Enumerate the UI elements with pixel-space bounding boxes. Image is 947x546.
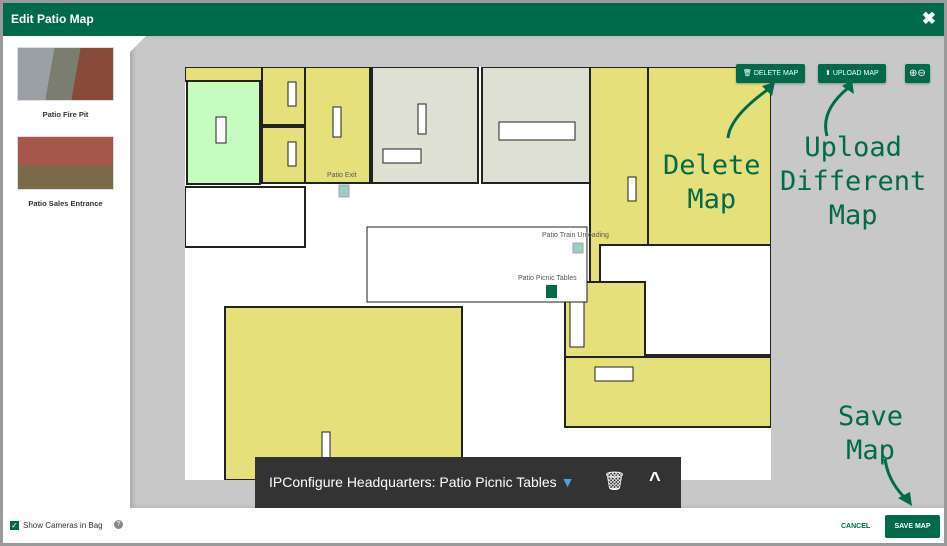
camera-bag-sidebar: Patio Fire Pit Patio Sales Entrance (3, 36, 130, 508)
camera-thumbnail (17, 136, 114, 190)
save-map-button[interactable]: SAVE MAP (885, 515, 940, 538)
delete-map-label: DELETE MAP (753, 70, 799, 77)
upload-map-button[interactable]: ⬆ UPLOAD MAP (818, 64, 886, 83)
arrow-icon (726, 86, 771, 139)
arrow-icon (824, 86, 849, 137)
close-icon[interactable]: ✖ (921, 9, 936, 28)
room (224, 306, 463, 481)
cancel-button[interactable]: CANCEL (841, 523, 871, 530)
edit-map-dialog: Edit Patio Map ✖ Patio Fire Pit Patio Sa… (3, 3, 944, 543)
delete-map-button[interactable]: 🗑 DELETE MAP (736, 64, 806, 83)
dialog-title: Edit Patio Map (11, 12, 94, 26)
camera-marker-icon[interactable] (338, 184, 350, 198)
floor-plan: Patio Exit Patio Train Unloading Patio P… (184, 66, 772, 481)
camera-icon: ▼ (560, 474, 575, 490)
trash-icon: 🗑 (743, 70, 752, 77)
room (186, 80, 261, 185)
show-cameras-label: Show Cameras in Bag (23, 521, 103, 530)
arrow-icon (883, 458, 907, 500)
sidebar-fold (130, 36, 146, 52)
map-camera-label: Patio Train Unloading (542, 232, 609, 239)
camera-label: Patio Fire Pit (42, 110, 89, 119)
chevron-up-icon[interactable]: ^ (649, 469, 661, 491)
stair-room (184, 186, 306, 248)
zoom-out-icon[interactable]: ⊖ (917, 68, 926, 79)
upload-icon: ⬆ (825, 70, 831, 77)
map-camera-label: Patio Exit (327, 172, 357, 179)
zoom-controls: ⊕⊖ (905, 64, 930, 83)
annotation-arrows (726, 80, 912, 506)
camera-label: Patio Sales Entrance (28, 199, 103, 208)
camera-card[interactable]: Patio Sales Entrance (17, 136, 114, 208)
selected-camera-title: IPConfigure Headquarters: Patio Picnic T… (269, 474, 575, 490)
floor-plan-map[interactable]: Patio Exit Patio Train Unloading Patio P… (184, 66, 772, 481)
map-canvas[interactable]: Patio Exit Patio Train Unloading Patio P… (130, 36, 944, 508)
dialog-footer: ✓ Show Cameras in Bag ? CANCEL SAVE MAP (3, 508, 944, 543)
upload-map-label: UPLOAD MAP (832, 70, 879, 77)
camera-marker-icon[interactable] (546, 285, 557, 298)
help-icon[interactable]: ? (114, 520, 123, 529)
camera-card[interactable]: Patio Fire Pit (17, 47, 114, 119)
camera-thumbnail (17, 47, 114, 101)
selected-camera-bar: IPConfigure Headquarters: Patio Picnic T… (255, 457, 681, 508)
trash-icon[interactable]: 🗑 (603, 471, 626, 491)
dialog-header: Edit Patio Map ✖ (3, 3, 944, 36)
show-cameras-checkbox[interactable]: ✓ (10, 521, 19, 530)
room (647, 66, 772, 246)
map-camera-label: Patio Picnic Tables (518, 275, 577, 282)
zoom-in-icon[interactable]: ⊕ (909, 68, 918, 79)
camera-marker-icon[interactable] (572, 242, 584, 254)
